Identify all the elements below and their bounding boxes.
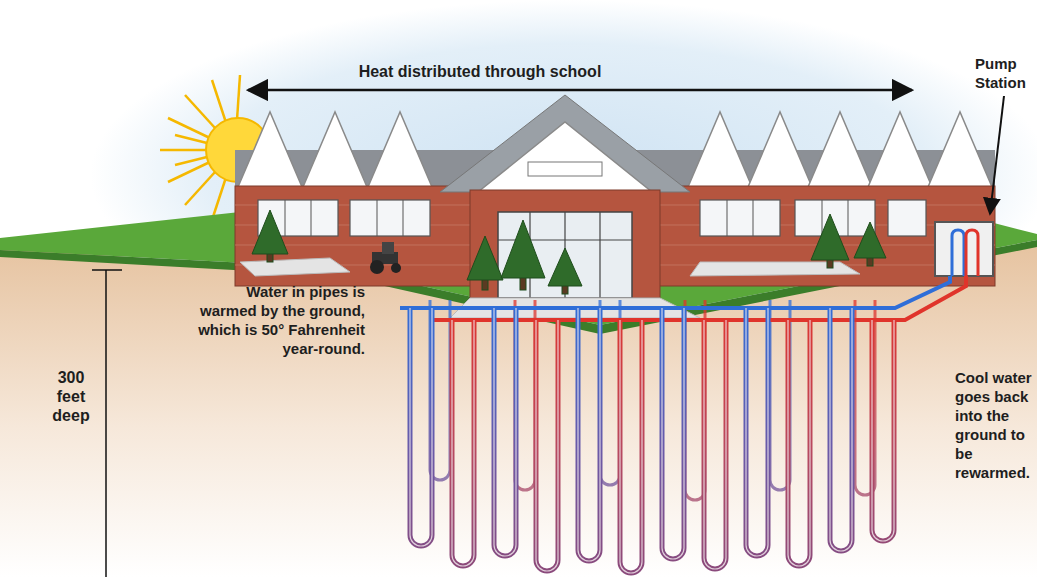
pump-station-label: Pump Station: [975, 54, 1033, 92]
depth-dimension: [92, 270, 122, 577]
supply-header: [400, 276, 950, 308]
pump-leader: [990, 96, 1004, 214]
pump-station-box: [935, 222, 993, 276]
depth-dimension-label: 300 feet deep: [44, 368, 98, 425]
warming-note: Water in pipes is warmed by the ground, …: [198, 282, 365, 358]
trees: [252, 210, 886, 294]
ground-loops: [410, 308, 894, 573]
return-note: Cool water goes back into the ground to …: [955, 368, 1033, 482]
heat-flow-label: Heat distributed through school: [330, 62, 630, 81]
tractor: [370, 242, 401, 274]
heat-arrow: [248, 89, 912, 92]
return-header: [430, 276, 966, 320]
